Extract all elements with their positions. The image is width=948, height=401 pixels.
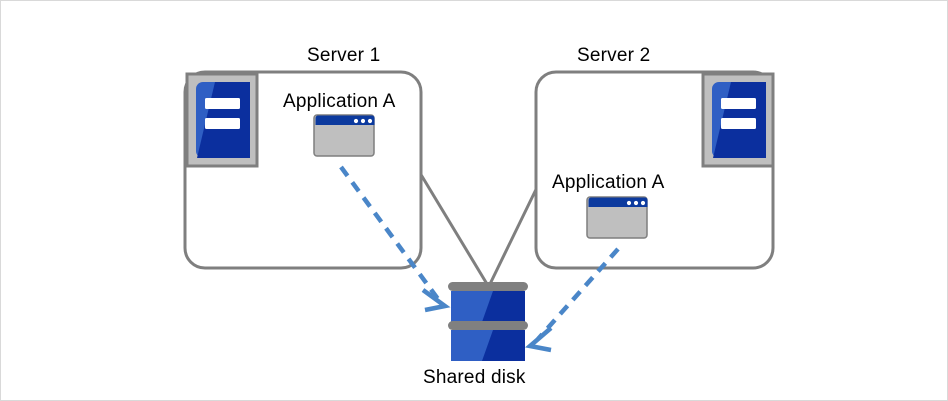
server1-title: Server 1 [307,45,381,66]
server-icon [701,72,775,168]
server1-to-disk-link [418,171,489,286]
shared-disk-label: Shared disk [423,367,526,388]
server2-application-label: Application A [552,172,665,193]
server1-application-label: Application A [283,91,396,112]
disk-stack-icon[interactable] [448,282,528,361]
server-icon [185,72,259,168]
app-a-server1-to-disk-access [339,165,451,313]
application-window-icon [586,196,648,239]
app-a-server2-to-disk-access [524,247,620,353]
application-window-icon [313,114,375,157]
server2-title: Server 2 [577,45,651,66]
